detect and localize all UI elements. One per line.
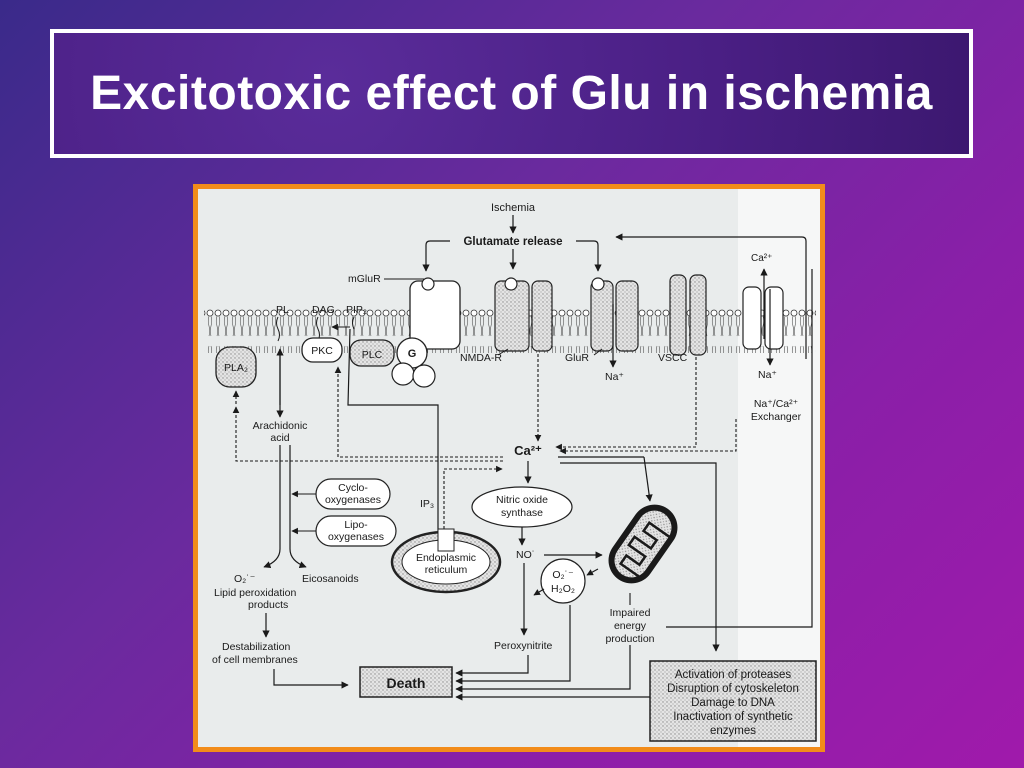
label-er-2: reticulum	[425, 564, 468, 576]
label-lipid-1: Lipid peroxidation	[214, 587, 296, 599]
label-o2-radical: O₂˙⁻	[234, 573, 256, 585]
vscc-channel	[669, 274, 687, 356]
effect-item: enzymes	[710, 725, 756, 737]
exchanger-protein	[742, 286, 762, 350]
label-eicosanoids: Eicosanoids	[302, 573, 359, 585]
effect-item: Disruption of cytoskeleton	[667, 683, 799, 695]
label-ca-outside: Ca²⁺	[751, 253, 772, 264]
label-pla2: PLA₂	[224, 362, 248, 374]
label-pl: PL	[276, 304, 289, 316]
label-no: NO˙	[516, 549, 535, 561]
label-glutamate-release: Glutamate release	[463, 236, 562, 248]
effect-item: Damage to DNA	[691, 697, 775, 709]
label-exchanger-2: Exchanger	[751, 411, 802, 423]
label-arachidonic-2: acid	[270, 432, 289, 444]
label-glur: GluR	[565, 352, 589, 364]
label-ca-center: Ca²⁺	[514, 443, 542, 458]
label-impaired-2: energy	[614, 620, 647, 632]
label-lipo-1: Lipo-	[344, 519, 368, 531]
effect-item: Inactivation of synthetic	[673, 711, 793, 723]
label-lipid-2: products	[248, 599, 288, 611]
label-dag: DAG	[312, 304, 335, 316]
label-plc: PLC	[362, 349, 383, 361]
title-banner: Excitotoxic effect of Glu in ischemia	[50, 29, 973, 158]
label-nos-2: synthase	[501, 507, 543, 519]
label-lipo-2: oxygenases	[328, 531, 384, 543]
label-mglur: mGluR	[348, 273, 381, 285]
plc-enzyme	[349, 339, 395, 367]
label-g: G	[408, 348, 417, 360]
death-box	[359, 666, 453, 698]
label-arachidonic-1: Arachidonic	[253, 420, 308, 432]
label-cyclo-2: oxygenases	[325, 494, 381, 506]
label-destab-1: Destabilization	[222, 641, 290, 653]
label-vscc: VSCC	[658, 352, 688, 364]
label-na-glur: Na⁺	[605, 371, 624, 383]
mitochondrion	[608, 504, 678, 584]
label-impaired-3: production	[605, 633, 654, 645]
label-o2-bubble: O₂˙⁻	[552, 569, 574, 581]
slide-title: Excitotoxic effect of Glu in ischemia	[90, 67, 933, 120]
label-impaired-1: Impaired	[610, 607, 651, 619]
label-er-1: Endoplasmic	[416, 552, 476, 564]
pla2-enzyme	[215, 346, 257, 388]
label-death: Death	[387, 675, 426, 691]
pkc-enzyme	[301, 337, 343, 363]
label-peroxynitrite: Peroxynitrite	[494, 640, 553, 652]
glur-receptor	[590, 280, 614, 352]
label-nmda-r: NMDA-R	[460, 352, 502, 364]
diagram-figure: Ischemia Glutamate release mGluR NMDA-R …	[193, 184, 825, 752]
excitotoxicity-diagram: Ischemia Glutamate release mGluR NMDA-R …	[198, 189, 820, 747]
effect-item: Activation of proteases	[675, 669, 792, 681]
label-pkc: PKC	[311, 345, 333, 357]
label-na-right: Na⁺	[758, 369, 777, 381]
label-h2o2: H₂O₂	[551, 583, 575, 595]
label-ip3: IP₃	[420, 498, 434, 510]
ros-bubble	[540, 558, 586, 604]
nmda-receptor	[494, 280, 530, 352]
effects-box	[649, 660, 817, 742]
label-destab-2: of cell membranes	[212, 654, 298, 666]
mglur-receptor	[409, 280, 461, 350]
label-exchanger-1: Na⁺/Ca²⁺	[754, 398, 799, 410]
label-pip2: PIP₂	[346, 304, 367, 316]
label-ischemia: Ischemia	[491, 202, 536, 214]
label-cyclo-1: Cyclo-	[338, 482, 368, 494]
label-nos-1: Nitric oxide	[496, 494, 548, 506]
